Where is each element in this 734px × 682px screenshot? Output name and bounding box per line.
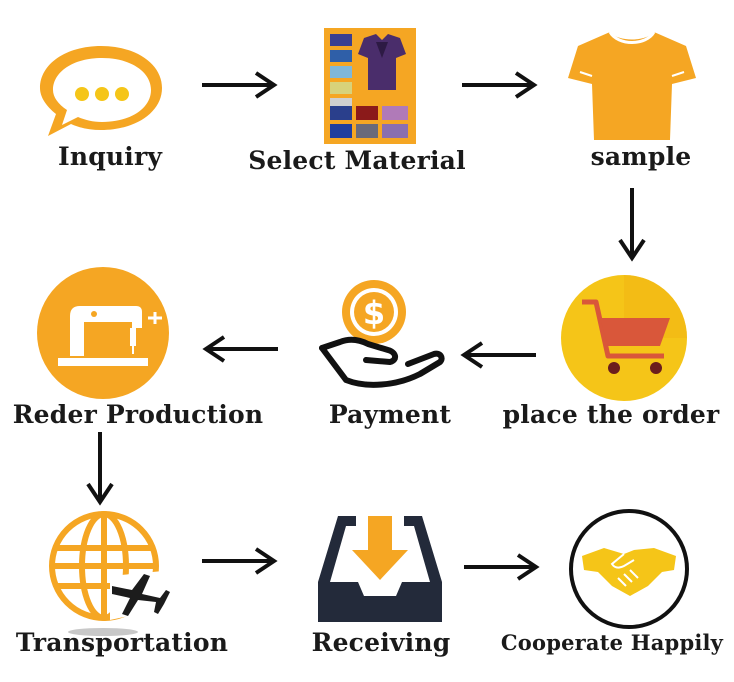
step-label-transportation: Transportation <box>15 628 229 657</box>
fabric-swatch-icon <box>324 28 416 144</box>
step-label-cooperate-happily: Cooperate Happily <box>500 630 724 655</box>
svg-text:$: $ <box>363 294 385 332</box>
coin-hand-icon: $ <box>319 280 445 388</box>
step-label-inquiry: Inquiry <box>57 142 163 171</box>
handshake-icon <box>569 509 689 629</box>
arrow-down-icon <box>86 432 114 506</box>
arrow-down-icon <box>618 188 646 262</box>
shopping-cart-icon <box>561 275 687 401</box>
step-label-place-the-order: place the order <box>502 400 720 429</box>
step-label-select-material: Select Material <box>248 146 466 175</box>
step-label-payment: Payment <box>328 400 452 429</box>
arrow-left-icon <box>202 335 278 363</box>
tshirt-icon <box>568 31 696 140</box>
chat-bubble-icon <box>40 46 162 136</box>
inbox-tray-icon <box>318 516 442 622</box>
step-label-receiving: Receiving <box>311 628 451 657</box>
globe-plane-icon <box>49 511 174 621</box>
arrow-right-icon <box>202 547 278 575</box>
globe-shadow <box>68 628 138 636</box>
arrow-right-icon <box>464 553 540 581</box>
arrow-right-icon <box>202 71 278 99</box>
arrow-left-icon <box>460 341 536 369</box>
step-label-reder-production: Reder Production <box>12 400 264 429</box>
sewing-machine-icon <box>37 267 169 399</box>
step-label-sample: sample <box>590 142 692 171</box>
arrow-right-icon <box>462 71 538 99</box>
